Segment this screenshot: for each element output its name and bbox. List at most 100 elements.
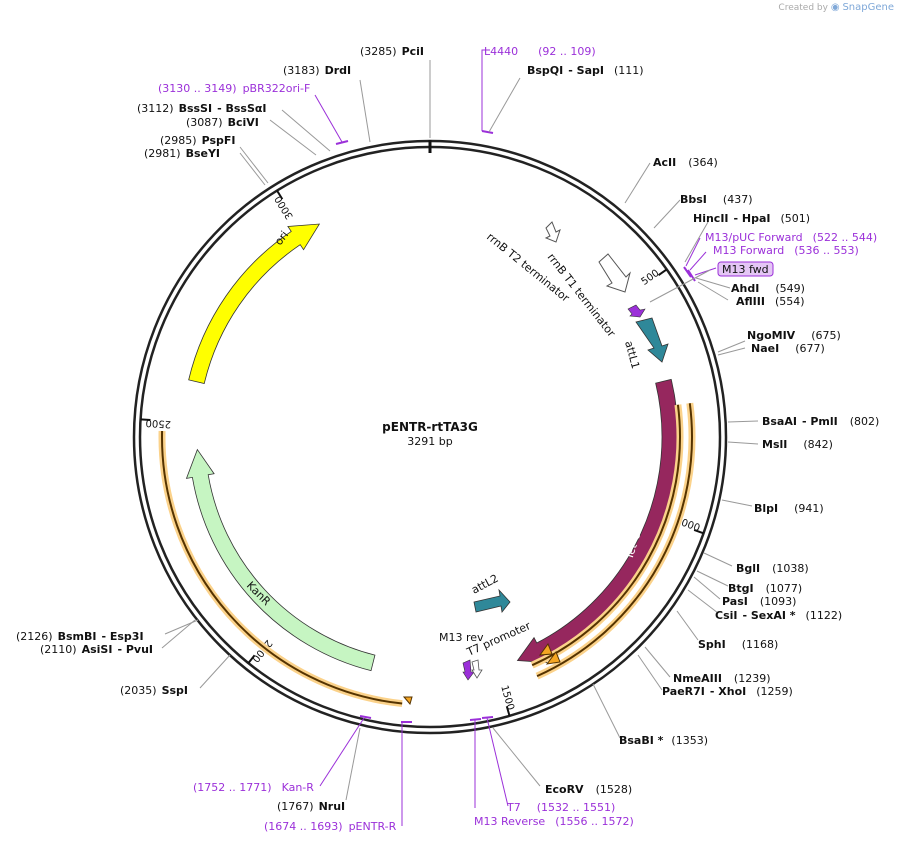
tick-mark — [140, 418, 151, 422]
svg-text:(1752 .. 1771)Kan-R: (1752 .. 1771)Kan-R — [193, 781, 314, 794]
rrnb-t1-terminator-feature[interactable] — [598, 253, 631, 293]
svg-text:BtgI(1077): BtgI(1077) — [728, 582, 802, 595]
site-pos: (3183) — [283, 64, 320, 77]
site-name: BsaAI — [762, 415, 797, 428]
primer-range: (536 .. 553) — [794, 244, 859, 257]
site-pos: (802) — [850, 415, 880, 428]
svg-text:M13 Forward(536 .. 553): M13 Forward (536 .. 553) — [713, 244, 859, 257]
svg-text:T7(1532 .. 1551): T7 (1532 .. 1551) — [506, 801, 615, 814]
site-pos: (2110) — [40, 643, 77, 656]
primer-name: M13/pUC Forward — [705, 231, 803, 244]
svg-text:(3183)DrdI: (3183) DrdI — [283, 64, 351, 77]
primer-range: (1532 .. 1551) — [537, 801, 616, 814]
primer-name: M13 Reverse — [474, 815, 545, 828]
site-labels: (3285) PciI BspQI- SapI(111) (3183) DrdI (… — [16, 45, 879, 813]
t7-promoter-arrow[interactable] — [471, 659, 483, 679]
site-name: CsiI — [715, 609, 737, 622]
tick-mark — [693, 529, 704, 535]
rrnb-t2-terminator-feature[interactable] — [544, 221, 561, 243]
primer-name: T7 — [506, 801, 521, 814]
primer-range: (522 .. 544) — [813, 231, 878, 244]
site-name: DrdI — [325, 64, 352, 77]
m13-fwd-arrow[interactable] — [627, 304, 646, 318]
site-name2: - BssSαI — [217, 102, 266, 115]
primer-range: (3130 .. 3149) — [158, 82, 237, 95]
site-name2: - SexAI * — [742, 609, 795, 622]
svg-text:MslI(842): MslI(842) — [762, 438, 833, 451]
site-pos: (3112) — [137, 102, 174, 115]
site-pos: (2035) — [120, 684, 157, 697]
site-name2: - Esp3I — [101, 630, 143, 643]
svg-text:PaeR7I- XhoI(1259): PaeR7I - XhoI (1259) — [662, 685, 793, 698]
site-name: PaeR7I — [662, 685, 705, 698]
orf-arrowhead-2 — [538, 642, 553, 656]
site-name: PasI — [722, 595, 748, 608]
site-pos: (2981) — [144, 147, 181, 160]
site-name2: - XhoI — [710, 685, 746, 698]
primer-name: pBR322ori-F — [243, 82, 311, 95]
orf-track-right — [536, 403, 693, 678]
svg-text:BspQI- SapI(111): BspQI- SapI(111) — [527, 64, 644, 77]
svg-text:(2126)BsmBI- Esp3I: (2126)BsmBI- Esp3I — [16, 630, 144, 643]
site-name: AhdI — [731, 282, 759, 295]
kanr-feature[interactable] — [185, 448, 376, 672]
site-name2: - HpaI — [734, 212, 771, 225]
site-pos: (677) — [795, 342, 825, 355]
svg-text:BglI(1038): BglI(1038) — [736, 562, 809, 575]
svg-text:BbsI(437): BbsI(437) — [680, 193, 753, 206]
site-name: BseYI — [186, 147, 220, 160]
svg-text:AflIII(554): AflIII(554) — [736, 295, 805, 308]
site-pos: (2126) — [16, 630, 53, 643]
site-name: AflIII — [736, 295, 765, 308]
site-pos: (3285) — [360, 45, 397, 58]
svg-text:(3112)BssSI- BssSαI: (3112)BssSI- BssSαI — [137, 102, 267, 115]
svg-text:NgoMIV(675): NgoMIV (675) — [747, 329, 841, 342]
watermark-brand: SnapGene — [842, 2, 894, 13]
site-name: BciVI — [228, 116, 259, 129]
site-name: AcII — [653, 156, 676, 169]
site-pos: (3087) — [186, 116, 223, 129]
site-name: NgoMIV — [747, 329, 796, 342]
svg-text:M13/pUC Forward(522 .. 544): M13/pUC Forward (522 .. 544) — [705, 231, 877, 244]
primer-range: (1556 .. 1572) — [555, 815, 634, 828]
svg-text:(2985)PspFI: (2985)PspFI — [160, 134, 235, 147]
svg-text:(1767)NruI: (1767)NruI — [277, 800, 345, 813]
tick-label: 500 — [640, 268, 662, 288]
svg-text:(2110)AsiSI- PvuI: (2110)AsiSI- PvuI — [40, 643, 153, 656]
site-pos: (675) — [811, 329, 841, 342]
attl2-feature[interactable] — [473, 588, 511, 613]
svg-text:(1674 .. 1693)pENTR-R: (1674 .. 1693)pENTR-R — [264, 820, 397, 833]
orf-track-right2 — [531, 404, 681, 667]
site-name: BtgI — [728, 582, 754, 595]
svg-text:PasI(1093): PasI(1093) — [722, 595, 796, 608]
svg-text:BsaBI *(1353): BsaBI *(1353) — [619, 734, 708, 747]
svg-text:(3285)PciI: (3285) PciI — [360, 45, 424, 58]
svg-text:EcoRV(1528): EcoRV(1528) — [545, 783, 632, 796]
m13-rev-arrow[interactable] — [462, 659, 475, 681]
site-name: PciI — [402, 45, 424, 58]
primer-labels: L4440(92 .. 109) (3130 .. 3149) pBR322ori… — [158, 45, 877, 833]
ori-feature[interactable] — [188, 223, 321, 385]
attl1-feature[interactable] — [635, 317, 669, 363]
m13fwd-leader — [649, 269, 711, 303]
site-pos: (501) — [781, 212, 811, 225]
primer-name: M13 Forward — [713, 244, 784, 257]
site-name: PspFI — [202, 134, 236, 147]
snapgene-watermark: Created by ◉ SnapGene — [778, 2, 894, 13]
svg-text:L4440(92 .. 109): L4440(92 .. 109) — [484, 45, 596, 58]
site-name: MslI — [762, 438, 787, 451]
site-pos: (1259) — [756, 685, 793, 698]
svg-text:NmeAIII(1239): NmeAIII(1239) — [673, 672, 771, 685]
watermark-prefix: Created by — [778, 3, 828, 13]
site-name2: - PmlI — [802, 415, 838, 428]
site-name: NaeI — [751, 342, 779, 355]
site-name: NruI — [319, 800, 346, 813]
svg-text:(3130 .. 3149)pBR322ori-F: (3130 .. 3149) pBR322ori-F — [158, 82, 310, 95]
svg-text:BlpI(941): BlpI(941) — [754, 502, 824, 515]
svg-text:HincII- HpaI(501): HincII- HpaI(501) — [693, 212, 810, 225]
tick-mark — [505, 705, 511, 717]
site-pos: (1038) — [772, 562, 809, 575]
m13-fwd-label[interactable]: M13 fwd — [722, 263, 769, 276]
site-name: AsiSI — [82, 643, 113, 656]
